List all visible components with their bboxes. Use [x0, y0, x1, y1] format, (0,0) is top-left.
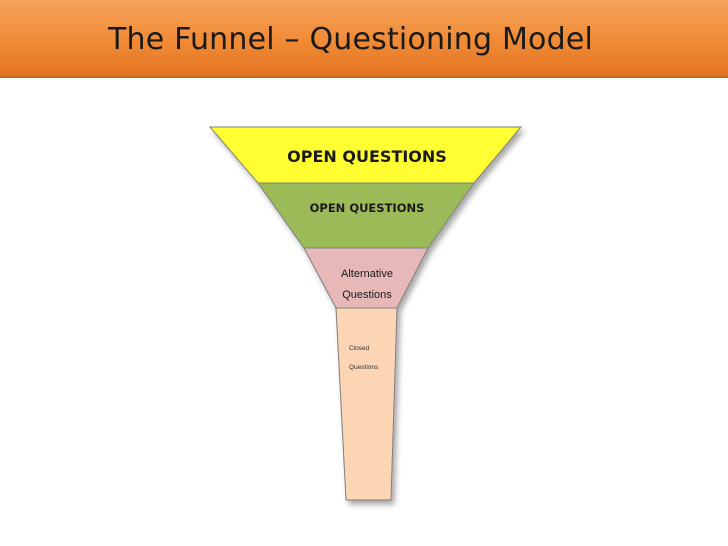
level-4-label-line-1: Closed [349, 345, 370, 352]
funnel-shapes [208, 126, 523, 501]
level-3-label-line-1: Alternative [341, 268, 393, 280]
slide-title: The Funnel – Questioning Model [108, 22, 594, 57]
level-3-label-line-2: Questions [342, 289, 392, 301]
level-4-label-line-2: Questions [349, 364, 379, 371]
funnel-level-4 [335, 307, 398, 501]
level-1-label: OPEN QUESTIONS [287, 147, 447, 166]
title-bar: The Funnel – Questioning Model [0, 0, 728, 78]
level-2-label: OPEN QUESTIONS [310, 201, 425, 215]
funnel-level-2 [257, 182, 475, 249]
